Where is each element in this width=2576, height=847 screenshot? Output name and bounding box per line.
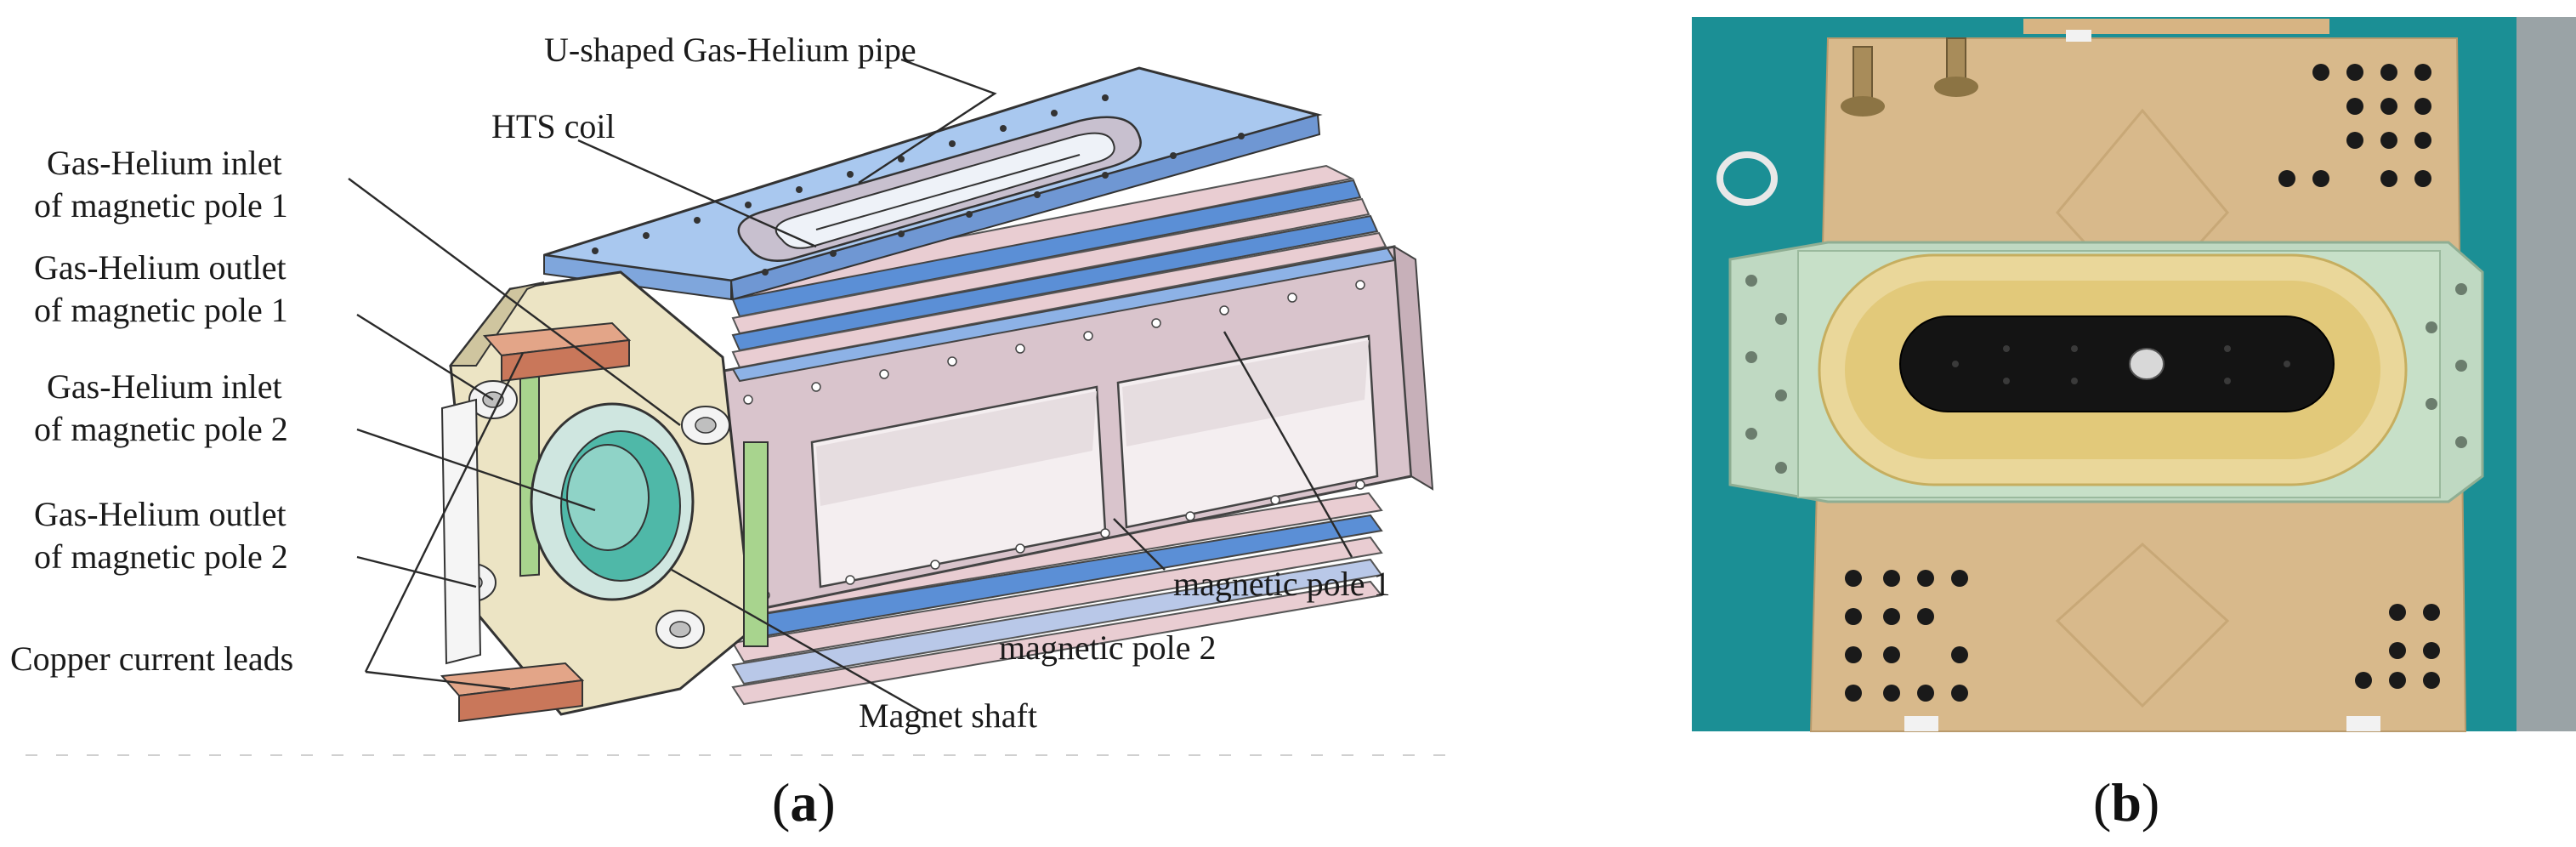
label-inlet-pole1-line1: Gas-Helium inlet [47, 144, 282, 182]
copper-current-leads [440, 321, 632, 723]
label-inlet-pole2-line2: of magnetic pole 2 [34, 410, 288, 448]
label-inlet-pole2-line1: Gas-Helium inlet [47, 367, 282, 406]
label-copper-current-leads: Copper current leads [10, 640, 293, 678]
label-inlet-pole1-line2: of magnetic pole 1 [34, 186, 288, 225]
label-magnet-shaft: Magnet shaft [859, 696, 1037, 735]
label-outlet-pole1-line1: Gas-Helium outlet [34, 248, 287, 287]
label-magnetic-pole-2: magnetic pole 2 [999, 628, 1216, 667]
label-u-shaped-pipe: U-shaped Gas-Helium pipe [544, 31, 916, 69]
label-hts-coil: HTS coil [491, 107, 616, 145]
panel-a-drawing: U-shaped Gas-Helium pipe HTS coil Gas-He… [10, 31, 1462, 756]
upper-pole-stack [729, 164, 1396, 383]
caption-a: (a) [772, 772, 836, 833]
label-outlet-pole2-line1: Gas-Helium outlet [34, 495, 287, 533]
caption-b: (b) [2093, 772, 2159, 833]
label-magnetic-pole-1: magnetic pole 1 [1173, 565, 1390, 603]
leader-lines [348, 58, 1353, 716]
label-outlet-pole1-line2: of magnetic pole 1 [34, 291, 288, 329]
panel-b-photo [1692, 17, 2576, 732]
label-outlet-pole2-line2: of magnetic pole 2 [34, 537, 288, 576]
end-plate [440, 270, 769, 716]
top-plate [543, 66, 1323, 301]
lower-pole-stack [729, 492, 1383, 706]
